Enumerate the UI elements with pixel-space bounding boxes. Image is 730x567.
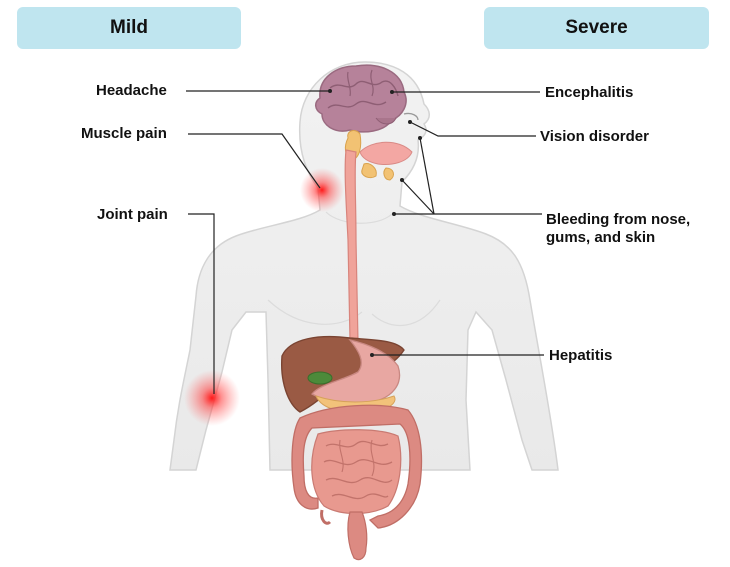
label-bleeding-line1: Bleeding from nose,	[546, 211, 690, 229]
neck-pain-glow	[300, 168, 344, 212]
elbow-pain-glow	[184, 370, 240, 426]
brain	[316, 65, 406, 132]
label-encephalitis: Encephalitis	[545, 84, 633, 102]
gallbladder	[308, 372, 332, 384]
appendix	[322, 510, 330, 523]
label-muscle-pain: Muscle pain	[81, 125, 167, 143]
label-bleeding-line2: gums, and skin	[546, 229, 690, 247]
label-headache: Headache	[96, 82, 167, 100]
small-intestine	[312, 430, 401, 514]
label-vision-disorder: Vision disorder	[540, 128, 649, 146]
label-bleeding: Bleeding from nose, gums, and skin	[546, 211, 690, 247]
rectum	[348, 512, 367, 560]
label-hepatitis: Hepatitis	[549, 347, 612, 365]
label-joint-pain: Joint pain	[97, 206, 168, 224]
